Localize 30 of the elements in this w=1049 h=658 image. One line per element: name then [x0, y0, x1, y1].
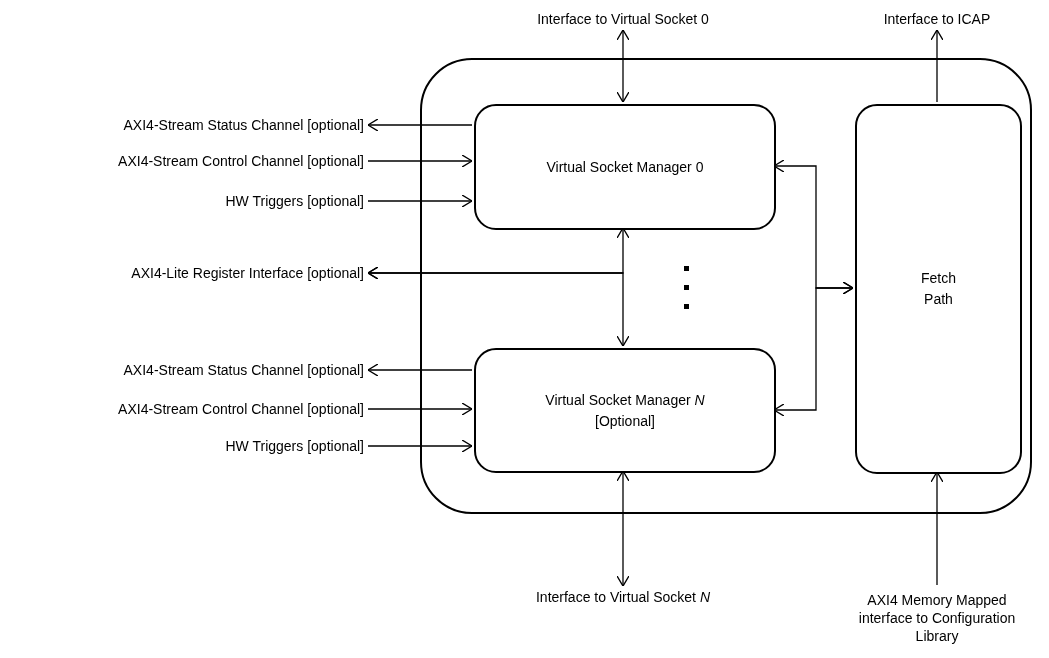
module-label: Virtual Socket Manager N [Optional]: [544, 390, 706, 431]
signal-label: HW Triggers [optional]: [225, 191, 364, 211]
arrow: [773, 281, 854, 417]
signal-label: HW Triggers [optional]: [225, 436, 364, 456]
module-label: Virtual Socket Manager 0: [546, 157, 704, 177]
signal-label: AXI4 Memory Mapped interface to Configuration Library: [857, 591, 1017, 645]
signal-label: AXI4-Stream Status Channel [optional]: [123, 360, 364, 380]
signal-label: Interface to Virtual Socket 0: [537, 10, 709, 28]
arrow: [616, 29, 630, 103]
arrow: [367, 194, 473, 208]
module-box: [474, 348, 776, 473]
signal-label: Interface to ICAP: [883, 10, 991, 28]
signal-label: AXI4-Lite Register Interface [optional]: [131, 263, 364, 283]
module-box: [855, 104, 1022, 474]
module-label: Fetch Path: [920, 269, 957, 309]
arrow: [930, 29, 944, 103]
outer-container: [420, 58, 1032, 514]
arrow: [367, 266, 630, 347]
arrow: [367, 154, 473, 168]
arrow: [930, 471, 944, 586]
arrow: [367, 118, 473, 132]
signal-label: Interface to Virtual Socket N: [535, 588, 711, 606]
signal-label: AXI4-Stream Control Channel [optional]: [118, 151, 364, 171]
signal-label: AXI4-Stream Control Channel [optional]: [118, 399, 364, 419]
arrow: [616, 470, 630, 587]
arrow: [367, 402, 473, 416]
signal-label: AXI4-Stream Status Channel [optional]: [123, 115, 364, 135]
module-box: [474, 104, 776, 230]
arrow: [367, 439, 473, 453]
arrow: [367, 363, 473, 377]
